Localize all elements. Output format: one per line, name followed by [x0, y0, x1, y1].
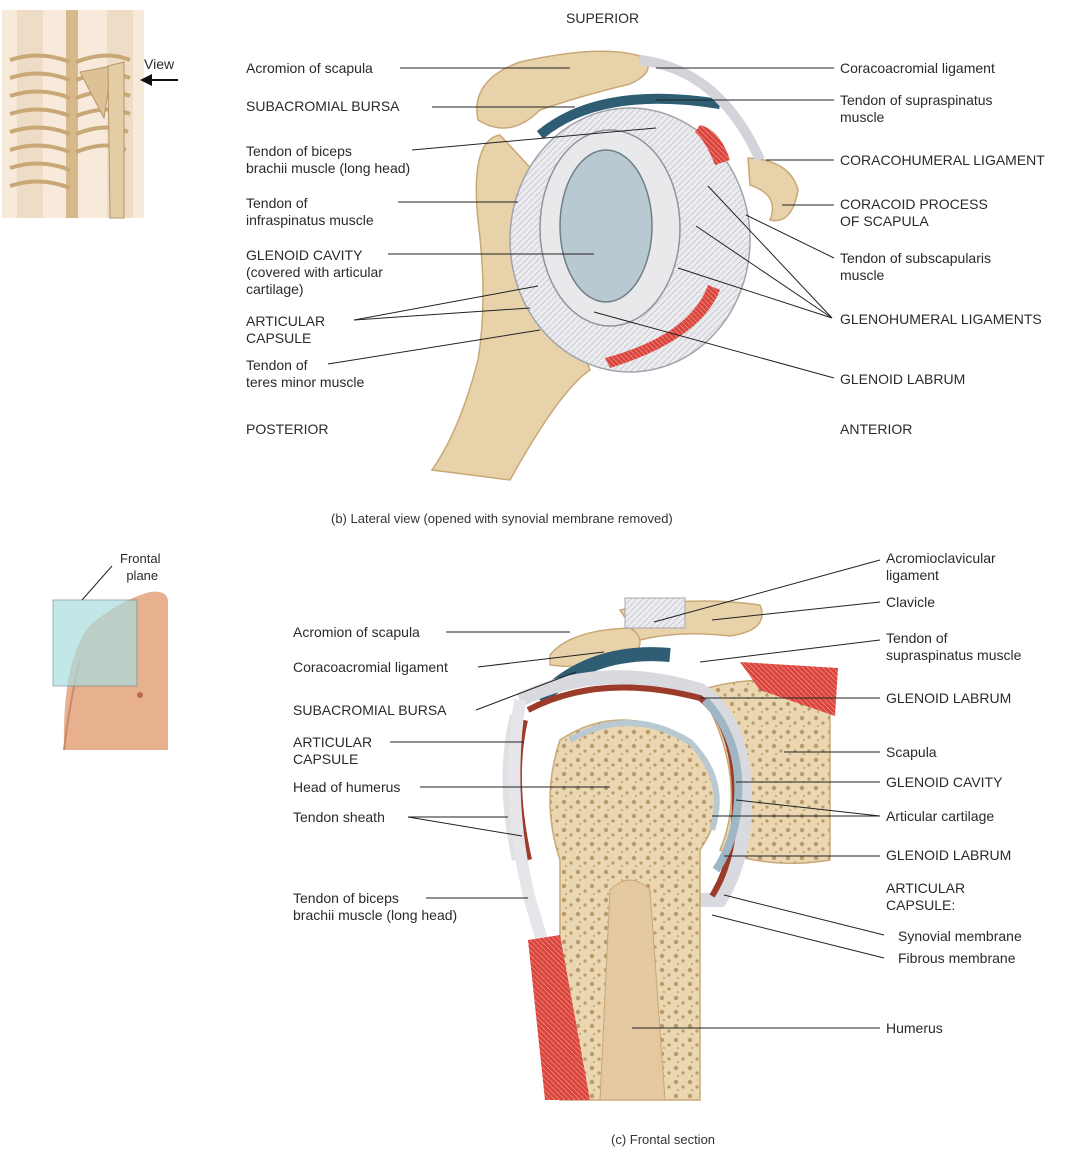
lateral-bursa-label: SUBACROMIAL BURSA — [246, 98, 400, 115]
synovial-membrane-label: Synovial membrane — [898, 928, 1022, 945]
head-of-humerus-label: Head of humerus — [293, 779, 400, 796]
lateral-articular-capsule-label: ARTICULAR CAPSULE — [246, 313, 325, 347]
view-label: View — [144, 56, 174, 73]
subscapularis-label: Tendon of subscapularis muscle — [840, 250, 991, 284]
articular-cartilage-label: Articular cartilage — [886, 808, 994, 825]
lateral-glenoid-labrum-label: GLENOID LABRUM — [840, 371, 965, 388]
frontal-section-illustration — [506, 598, 838, 1100]
anterior-label: ANTERIOR — [840, 421, 912, 438]
coracohumeral-ligament-label: CORACOHUMERAL LIGAMENT — [840, 152, 1045, 169]
clavicle-label: Clavicle — [886, 594, 935, 611]
lateral-biceps-label: Tendon of biceps brachii muscle (long he… — [246, 143, 410, 177]
back-skeleton-thumbnail — [2, 10, 144, 218]
frontal-bursa-label: SUBACROMIAL BURSA — [293, 702, 447, 719]
glenohumeral-ligaments-label: GLENOHUMERAL LIGAMENTS — [840, 311, 1042, 328]
frontal-articular-capsule-label: ARTICULAR CAPSULE — [293, 734, 372, 768]
lateral-view-illustration — [432, 51, 798, 480]
frontal-biceps-label: Tendon of biceps brachii muscle (long he… — [293, 890, 457, 924]
lateral-infraspinatus-label: Tendon of infraspinatus muscle — [246, 195, 374, 229]
coracoid-process-label: CORACOID PROCESS OF SCAPULA — [840, 196, 988, 230]
humerus-label: Humerus — [886, 1020, 943, 1037]
frontal-plane-label: Frontal plane — [120, 550, 160, 584]
frontal-acromion-label: Acromion of scapula — [293, 624, 420, 641]
frontal-glenoid-labrum-top-label: GLENOID LABRUM — [886, 690, 1011, 707]
frontal-coracoacromial-label: Coracoacromial ligament — [293, 659, 448, 676]
frontal-glenoid-labrum-bottom-label: GLENOID LABRUM — [886, 847, 1011, 864]
frontal-glenoid-cavity-label: GLENOID CAVITY — [886, 774, 1002, 791]
frontal-plane-thumbnail — [53, 566, 168, 750]
lateral-view-caption: (b) Lateral view (opened with synovial m… — [331, 511, 673, 526]
fibrous-membrane-label: Fibrous membrane — [898, 950, 1016, 967]
lateral-teres-minor-label: Tendon of teres minor muscle — [246, 357, 364, 391]
acromioclavicular-ligament-label: Acromioclavicular ligament — [886, 550, 996, 584]
frontal-supraspinatus-label: Tendon of supraspinatus muscle — [886, 630, 1021, 664]
posterior-label: POSTERIOR — [246, 421, 328, 438]
scapula-label: Scapula — [886, 744, 937, 761]
lateral-glenoid-cavity-label: GLENOID CAVITY (covered with articular c… — [246, 247, 383, 298]
lateral-coracoacromial-label: Coracoacromial ligament — [840, 60, 995, 77]
superior-label: SUPERIOR — [566, 10, 639, 27]
frontal-section-caption: (c) Frontal section — [611, 1132, 715, 1147]
lateral-supraspinatus-label: Tendon of supraspinatus muscle — [840, 92, 993, 126]
lateral-acromion-label: Acromion of scapula — [246, 60, 373, 77]
tendon-sheath-label: Tendon sheath — [293, 809, 385, 826]
frontal-articular-capsule-right-label: ARTICULAR CAPSULE: — [886, 880, 965, 914]
